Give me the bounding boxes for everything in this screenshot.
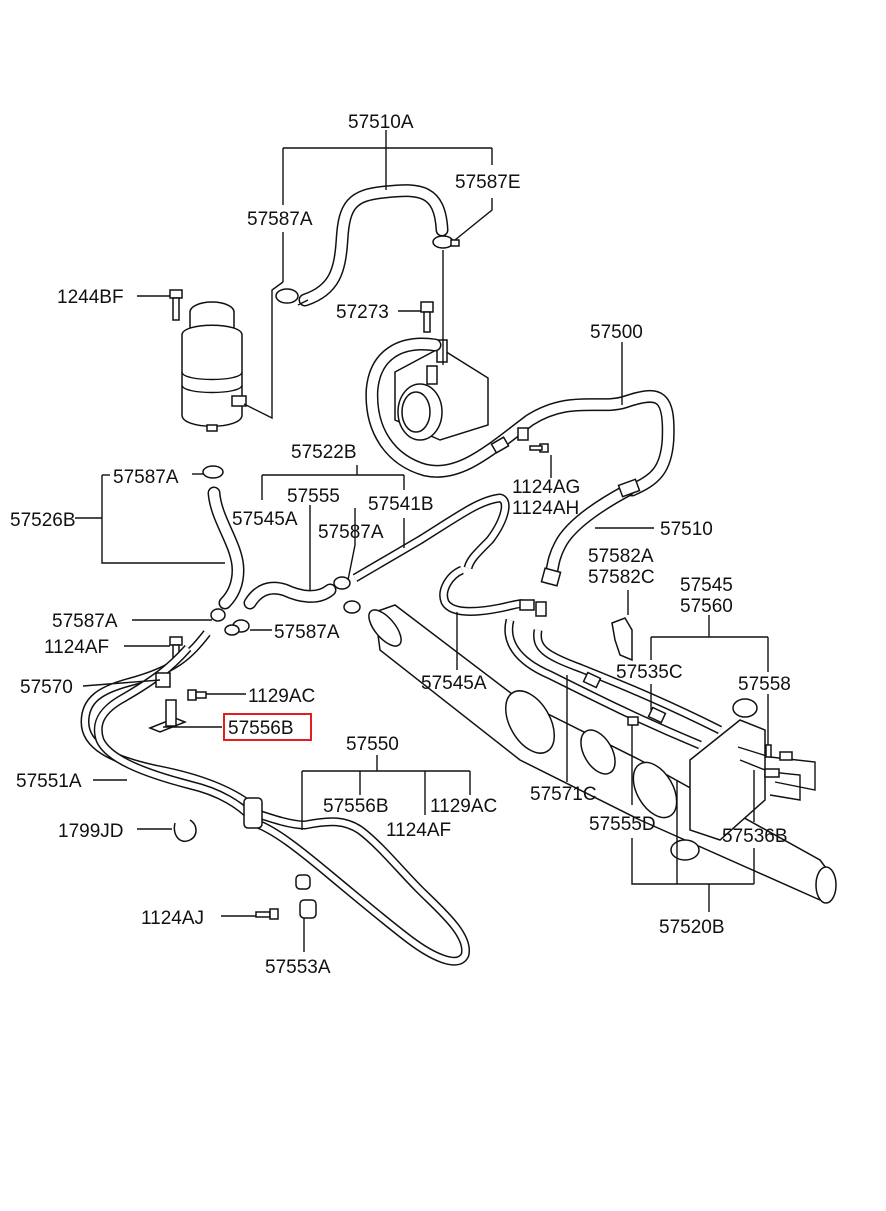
label-57545[interactable]: 57545 xyxy=(680,575,733,596)
label-1124AH[interactable]: 1124AH xyxy=(512,498,579,519)
bracket-57556B xyxy=(147,699,188,733)
label-57510A[interactable]: 57510A xyxy=(348,112,414,133)
label-57582C[interactable]: 57582C xyxy=(588,567,655,588)
label-57560[interactable]: 57560 xyxy=(680,596,733,617)
bolt-57273 xyxy=(420,301,434,333)
label-57541B[interactable]: 57541B xyxy=(368,494,434,515)
clamp-57553A xyxy=(295,874,317,919)
label-1124AG[interactable]: 1124AG xyxy=(512,477,580,498)
label-57570[interactable]: 57570 xyxy=(20,677,73,698)
clamp-57587A-lower-pair xyxy=(210,608,250,636)
tube-57545A xyxy=(439,565,547,617)
steering-gear-box xyxy=(368,604,837,904)
bolt-1124AG xyxy=(529,443,549,453)
label-57587A-left[interactable]: 57587A xyxy=(113,467,179,488)
clamp-57587E xyxy=(432,235,460,249)
feed-lines-57545 xyxy=(504,618,723,750)
leader-lines xyxy=(75,130,769,952)
label-57536B[interactable]: 57536B xyxy=(722,826,788,847)
label-57587A-mid[interactable]: 57587A xyxy=(318,522,384,543)
bolt-1129AC-upper xyxy=(187,689,207,701)
hose-57522B xyxy=(243,576,361,614)
label-57545A-low[interactable]: 57545A xyxy=(421,673,487,694)
bolt-1124AJ xyxy=(255,908,279,920)
label-1124AF-top[interactable]: 1124AF xyxy=(44,637,109,658)
label-57587A-top[interactable]: 57587A xyxy=(247,209,313,230)
label-57558[interactable]: 57558 xyxy=(738,674,791,695)
label-1244BF[interactable]: 1244BF xyxy=(57,287,124,308)
label-57556B[interactable]: 57556B xyxy=(323,796,389,817)
label-57587A-right[interactable]: 57587A xyxy=(274,622,340,643)
hose-57500 xyxy=(365,337,675,497)
power-steering-pump xyxy=(394,339,489,441)
label-57500[interactable]: 57500 xyxy=(590,322,643,343)
hose-57510 xyxy=(540,478,641,587)
label-1124AJ[interactable]: 1124AJ xyxy=(141,908,204,929)
label-57555D[interactable]: 57555D xyxy=(589,814,656,835)
hose-57526B xyxy=(207,486,245,610)
label-1124AF[interactable]: 1124AF xyxy=(386,820,451,841)
label-57535C[interactable]: 57535C xyxy=(616,662,683,683)
label-57510[interactable]: 57510 xyxy=(660,519,713,540)
label-57555[interactable]: 57555 xyxy=(287,486,340,507)
label-1129AC[interactable]: 1129AC xyxy=(430,796,497,817)
label-57273[interactable]: 57273 xyxy=(336,302,389,323)
label-57526B[interactable]: 57526B xyxy=(10,510,76,531)
label-57571C[interactable]: 57571C xyxy=(530,784,597,805)
reservoir-tank xyxy=(181,301,247,432)
fitting-57558 xyxy=(764,744,793,778)
label-57550[interactable]: 57550 xyxy=(346,734,399,755)
cooler-tubes-57551A xyxy=(80,630,470,966)
clamp-57587A-upper xyxy=(202,465,224,479)
label-57545A-top[interactable]: 57545A xyxy=(232,509,298,530)
part-labels: 57510A 57587E 57587A 1244BF 57273 57500 … xyxy=(10,112,791,978)
parts-drawing xyxy=(80,184,837,966)
clip-1799JD xyxy=(173,819,197,842)
label-57582A[interactable]: 57582A xyxy=(588,546,654,567)
label-57551A[interactable]: 57551A xyxy=(16,771,82,792)
tube-57541B xyxy=(352,493,510,582)
label-1799JD[interactable]: 1799JD xyxy=(58,821,124,842)
bolt-1244BF xyxy=(169,289,183,321)
hose-57510A xyxy=(275,184,449,307)
highlight-box-57556B xyxy=(223,713,312,741)
label-57587E[interactable]: 57587E xyxy=(455,172,521,193)
label-1129AC-top[interactable]: 1129AC xyxy=(248,686,315,707)
label-57553A[interactable]: 57553A xyxy=(265,957,331,978)
label-57556B-highlighted[interactable]: 57556B xyxy=(228,718,294,739)
label-57522B[interactable]: 57522B xyxy=(291,442,357,463)
label-57520B[interactable]: 57520B xyxy=(659,917,725,938)
bracket-57582A xyxy=(611,617,633,662)
label-57587A-low[interactable]: 57587A xyxy=(52,611,118,632)
